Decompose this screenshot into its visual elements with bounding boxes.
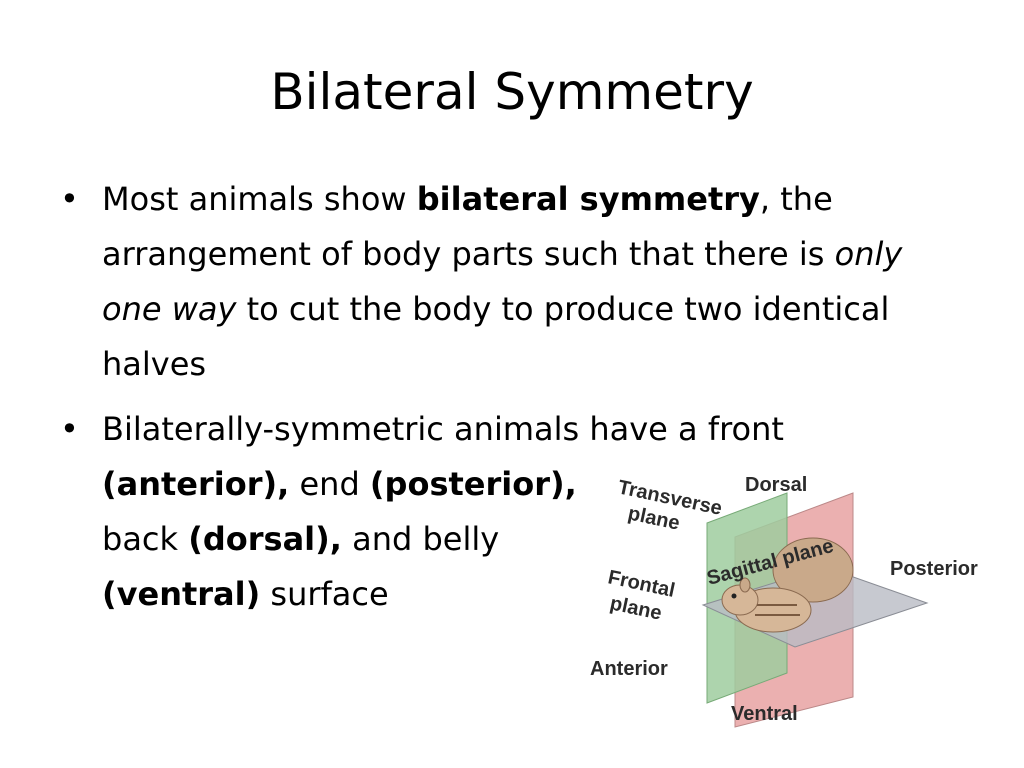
bullet-text-bold: (posterior),: [369, 465, 577, 503]
bullet-text: Bilaterally-symmetric animals have a fro…: [102, 410, 784, 448]
label-dorsal: Dorsal: [745, 474, 807, 496]
bullet-item: Most animals show bilateral symmetry, th…: [60, 172, 960, 392]
bullet-text-italic: only one way: [102, 235, 903, 328]
bullet-text: and belly: [341, 520, 500, 558]
bullet-text: end: [289, 465, 370, 503]
squirrel-figure: [721, 537, 854, 633]
bullet-text: , the arrangement of body parts such tha…: [102, 180, 835, 273]
body-planes-diagram: Dorsal Transverse plane Sagittal plane P…: [585, 465, 1024, 735]
label-posterior: Posterior: [890, 558, 978, 580]
bullet-text-bold: (ventral): [102, 575, 261, 613]
bullet-text: to cut the body to produce two identical…: [102, 290, 890, 383]
bullet-text-bold: (anterior),: [102, 465, 290, 503]
body-planes-illustration: Dorsal Transverse plane Sagittal plane P…: [590, 474, 978, 728]
label-ventral: Ventral: [731, 703, 798, 725]
bullet-text: surface: [260, 575, 389, 613]
bullet-text: Most animals show: [102, 180, 417, 218]
bullet-item: Bilaterally-symmetric animals have a fro…: [60, 402, 784, 622]
label-anterior: Anterior: [590, 658, 668, 680]
bullet-text-bold: (dorsal),: [188, 520, 342, 558]
bullet-list: Most animals show bilateral symmetry, th…: [60, 172, 960, 632]
slide-title: Bilateral Symmetry: [270, 63, 754, 121]
bullet-text-bold: bilateral symmetry: [416, 180, 760, 218]
bullet-text: back: [102, 520, 189, 558]
